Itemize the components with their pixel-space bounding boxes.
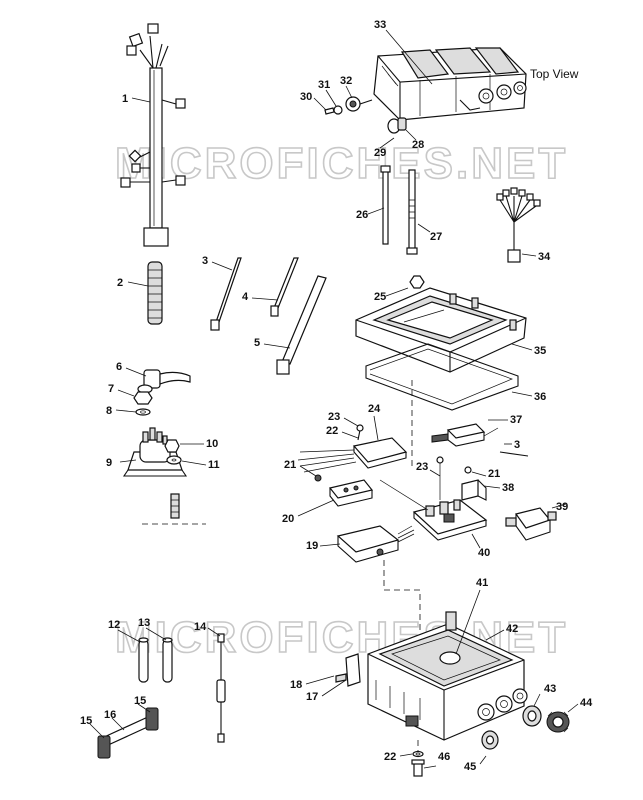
part-label-43: 43 [544, 683, 556, 695]
part-label-31: 31 [318, 79, 330, 91]
part-label-23b: 23 [416, 461, 428, 473]
part-label-21a: 21 [284, 459, 296, 471]
grommets-43-45-drawing [481, 705, 542, 750]
bracket-38-drawing [461, 466, 487, 501]
part-label-18: 18 [290, 679, 302, 691]
part-label-23a: 23 [328, 411, 340, 423]
part-label-7: 7 [108, 383, 114, 395]
part-label-5: 5 [254, 337, 260, 349]
part-label-42: 42 [506, 623, 518, 635]
part-label-25: 25 [374, 291, 386, 303]
part-label-33: 33 [374, 19, 386, 31]
part-label-3b: 3 [514, 439, 520, 451]
cable-terminal-drawing [133, 369, 191, 416]
part-label-19: 19 [306, 540, 318, 552]
part-label-12: 12 [108, 619, 120, 631]
small-hardware-drawing [324, 96, 407, 134]
strap-drawing [97, 707, 159, 759]
part-label-2: 2 [117, 277, 123, 289]
part-label-11: 11 [208, 459, 220, 471]
module-19-drawing [336, 525, 415, 563]
solenoid-drawing [122, 427, 206, 525]
screw-46-drawing [411, 740, 425, 777]
circuit-board-drawing [379, 456, 488, 541]
part-label-40: 40 [478, 547, 490, 559]
part-label-45: 45 [464, 761, 476, 773]
part-label-14: 14 [194, 621, 207, 633]
part-label-8: 8 [106, 405, 112, 417]
top-view-label: Top View [530, 67, 579, 81]
fuse-wire-drawing [216, 633, 226, 743]
connector-37-drawing [431, 423, 499, 447]
bracket-20-drawing [314, 474, 374, 507]
part-label-36: 36 [534, 391, 546, 403]
module-24-drawing [297, 424, 408, 473]
part-label-37: 37 [510, 414, 522, 426]
part-label-34: 34 [538, 251, 551, 263]
part-label-1: 1 [122, 93, 128, 105]
part-label-6: 6 [116, 361, 122, 373]
part-label-38: 38 [502, 482, 514, 494]
fuse-drawings [138, 637, 173, 683]
rod-drawings [210, 257, 327, 375]
part-label-27: 27 [430, 231, 442, 243]
part-label-46: 46 [438, 751, 450, 763]
part-label-16: 16 [104, 709, 116, 721]
part-label-32: 32 [340, 75, 352, 87]
relay-39-drawing [505, 507, 557, 541]
part-label-22b: 22 [384, 751, 396, 763]
part-label-15a: 15 [80, 715, 92, 727]
part-label-4: 4 [242, 291, 249, 303]
part-label-30: 30 [300, 91, 312, 103]
part-label-44: 44 [580, 697, 593, 709]
sleeve-drawing [147, 261, 163, 325]
part-label-28: 28 [412, 139, 424, 151]
part-label-9: 9 [106, 457, 112, 469]
cover-drawing [355, 275, 527, 373]
part-label-24: 24 [368, 403, 381, 415]
long-bolts-drawing [380, 165, 418, 255]
part-label-41: 41 [476, 577, 488, 589]
nut-44-drawing [546, 711, 570, 733]
wiring-harness-drawing [120, 23, 186, 247]
part-label-13: 13 [138, 617, 150, 629]
part-label-20: 20 [282, 513, 294, 525]
part-label-17: 17 [306, 691, 318, 703]
part-label-39: 39 [556, 501, 568, 513]
part-label-26: 26 [356, 209, 368, 221]
part-label-22a: 22 [326, 425, 338, 437]
lower-housing-drawing [367, 611, 528, 741]
control-box-top-view-drawing [373, 47, 527, 121]
pigtail-drawing [496, 187, 541, 263]
part-label-29: 29 [374, 147, 386, 159]
part-label-15b: 15 [134, 695, 146, 707]
part-label-10: 10 [206, 438, 218, 450]
part-label-3: 3 [202, 255, 208, 267]
gasket-drawing [365, 343, 519, 411]
part-label-21b: 21 [488, 468, 500, 480]
watermark-top: MICROFICHES.NET [115, 139, 568, 188]
part-label-35: 35 [534, 345, 546, 357]
